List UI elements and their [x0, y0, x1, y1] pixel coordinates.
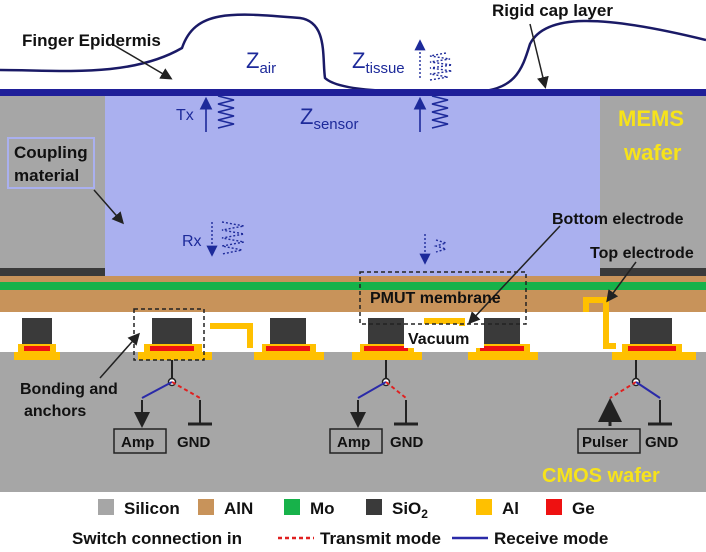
tx-label: Tx [176, 107, 194, 124]
amp-label-1: Amp [121, 434, 154, 451]
pmut-membrane-dashed-box [359, 271, 527, 325]
tissue-scatter-icon [414, 39, 453, 81]
bottom-electrode-label: Bottom electrode [552, 211, 684, 228]
rx-label: Rx [182, 233, 202, 250]
mems-wafer-label-1: MEMS [618, 106, 684, 131]
mems-wafer-label-2: wafer [623, 140, 682, 165]
z-air-label: Zair [246, 48, 276, 77]
legend-receive-label: Receive mode [494, 529, 608, 548]
legend-swatch-al [476, 499, 492, 515]
legend-swatch-mo [284, 499, 300, 515]
bonding-dashed-box [133, 308, 205, 361]
switch-circuit-2 [350, 360, 418, 428]
switch-circuit-3 [598, 360, 672, 426]
legend-label-aln: AlN [224, 499, 253, 518]
bonding-label-1: Bonding and [20, 381, 118, 398]
legend-label-ge: Ge [572, 499, 595, 518]
coupling-material-box [7, 137, 95, 189]
bonding-label-2: anchors [24, 403, 86, 420]
tx-wave-icon [199, 95, 235, 132]
mems-sio2-right [600, 268, 706, 276]
legend-swatch-aln [198, 499, 214, 515]
cmos-wafer-label: CMOS wafer [542, 465, 660, 487]
rigid-cap-layer [0, 89, 706, 96]
top-electrode-trace-right [583, 297, 616, 349]
vacuum-label: Vacuum [408, 331, 469, 348]
aln-layer-top [0, 276, 706, 282]
top-electrode-label: Top electrode [590, 245, 694, 262]
coupling-material-label-2: material [14, 166, 79, 185]
finger-epidermis-outline [0, 13, 706, 94]
finger-epidermis-label: Finger Epidermis [22, 31, 161, 50]
top-electrode-trace-left [210, 323, 253, 348]
legend-transmit-label: Transmit mode [320, 529, 441, 548]
pulser-label: Pulser [582, 434, 628, 451]
coupling-material-label-1: Coupling [14, 143, 88, 162]
z-tissue-label: Ztissue [352, 48, 405, 77]
z-sensor-label: Zsensor [300, 104, 358, 133]
gnd-label-1: GND [177, 434, 211, 451]
pulser-box [577, 428, 641, 454]
mo-layer [0, 282, 706, 290]
mems-silicon-right [600, 96, 706, 272]
legend: Silicon AlN Mo SiO2 Al Ge Switch connect… [72, 499, 608, 548]
legend-label-sio2: SiO2 [392, 499, 428, 521]
amp-box-2 [329, 428, 383, 454]
amp-label-2: Amp [337, 434, 370, 451]
vacuum-gap [404, 326, 484, 348]
tissue-wave-up-icon [413, 95, 449, 132]
legend-label-mo: Mo [310, 499, 335, 518]
legend-swatch-silicon [98, 499, 114, 515]
pmut-membrane-label: PMUT membrane [370, 290, 501, 307]
attenuated-wave-icon [419, 234, 449, 265]
rx-wave-icon [206, 221, 245, 257]
aln-layer-bottom [0, 290, 706, 312]
gnd-label-2: GND [390, 434, 424, 451]
legend-swatch-ge [546, 499, 562, 515]
legend-switch-prefix: Switch connection in [72, 529, 242, 548]
leader-lines [93, 23, 637, 379]
mems-sio2-left [0, 268, 105, 276]
legend-label-al: Al [502, 499, 519, 518]
switch-circuit-1 [134, 360, 212, 428]
bonding-pillars [14, 318, 696, 360]
legend-label-silicon: Silicon [124, 499, 180, 518]
coupling-material-region [105, 96, 600, 276]
amp-box-1 [113, 428, 167, 454]
gnd-label-3: GND [645, 434, 679, 451]
rigid-cap-layer-label: Rigid cap layer [492, 1, 613, 20]
legend-swatch-sio2 [366, 499, 382, 515]
